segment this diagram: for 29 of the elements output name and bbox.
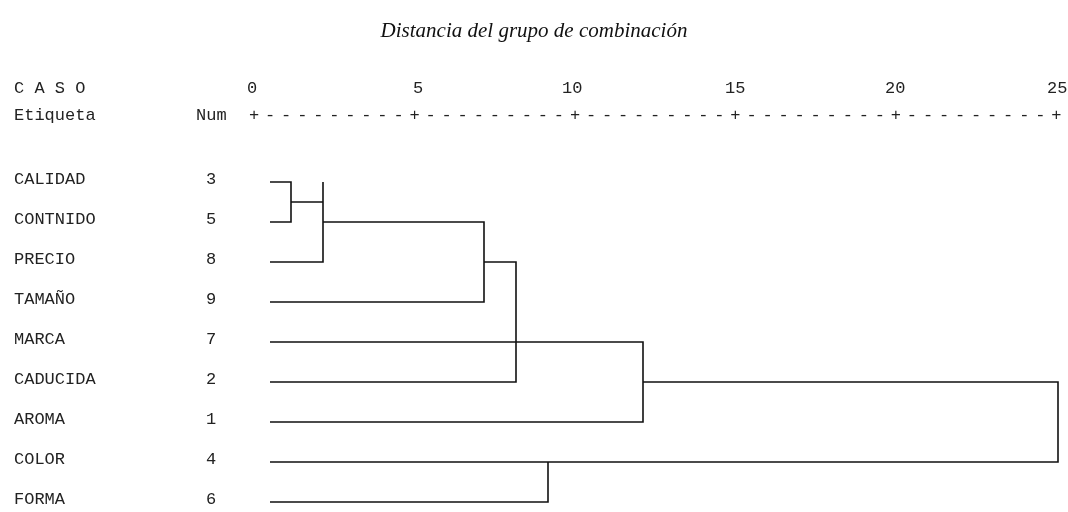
tick-label: 25 — [1047, 79, 1068, 99]
header-label: Etiqueta — [14, 106, 96, 126]
case-label: AROMA — [14, 410, 65, 430]
case-number: 5 — [206, 210, 217, 230]
chart-title: Distancia del grupo de combinación — [379, 18, 689, 43]
case-label: COLOR — [14, 450, 65, 470]
tick-label: 5 — [413, 79, 424, 99]
case-number: 3 — [206, 170, 217, 190]
tick-label: 10 — [562, 79, 583, 99]
case-number: 4 — [206, 450, 217, 470]
case-label: CADUCIDA — [14, 370, 96, 390]
case-label: PRECIO — [14, 250, 76, 270]
case-label: CALIDAD — [14, 170, 86, 190]
tick-label: 0 — [247, 79, 258, 99]
case-number: 7 — [206, 330, 217, 350]
case-number: 1 — [206, 410, 217, 430]
case-label: TAMAÑO — [14, 290, 76, 310]
case-number: 6 — [206, 490, 217, 510]
axis-scale: +---------+---------+---------+---------+---------+ — [249, 106, 1068, 126]
case-label: FORMA — [14, 490, 65, 510]
case-label: CONTNIDO — [14, 210, 96, 230]
tick-label: 20 — [885, 79, 906, 99]
case-number: 8 — [206, 250, 217, 270]
case-label: MARCA — [14, 330, 65, 350]
case-number: 2 — [206, 370, 217, 390]
tick-label: 15 — [725, 79, 746, 99]
header-label: Num — [196, 106, 227, 126]
case-number: 9 — [206, 290, 217, 310]
header-label: C A S O — [14, 79, 86, 99]
